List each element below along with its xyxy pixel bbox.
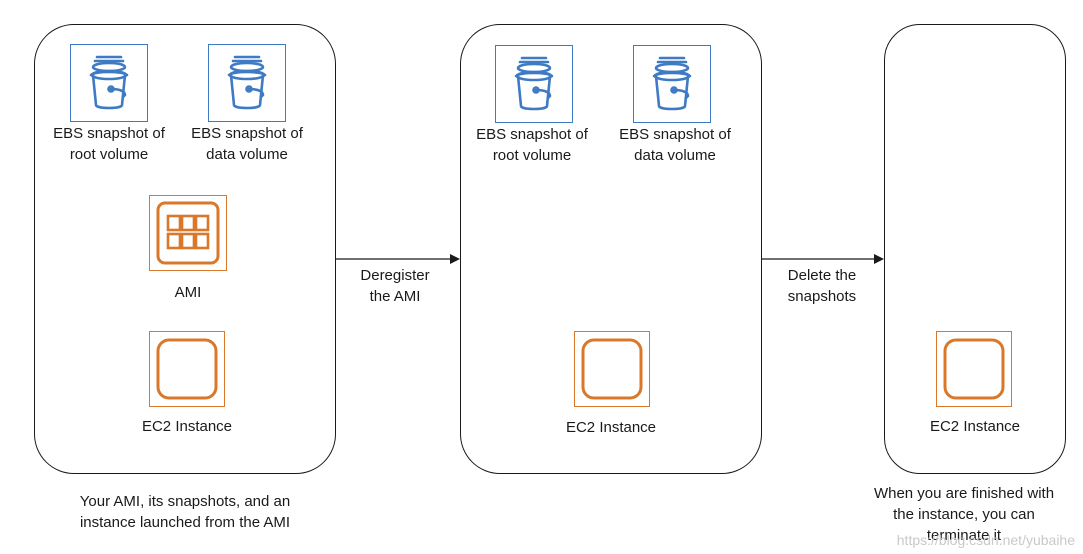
ebs-snapshot-root-icon	[495, 45, 573, 123]
bucket-icon	[227, 55, 267, 110]
snapshot-root-label: EBS snapshot of root volume	[50, 123, 168, 165]
instance-square-icon	[581, 338, 643, 400]
deregister-label: Deregister the AMI	[345, 265, 445, 307]
label-line: root volume	[492, 147, 572, 164]
snapshot-data-label: EBS snapshot of data volume	[616, 124, 734, 166]
panel3-caption: When you are finished with the instance,…	[864, 483, 1064, 546]
snapshot-data-label: EBS snapshot of data volume	[188, 123, 306, 165]
delete-snapshots-arrow	[762, 254, 884, 264]
ec2-instance-label: EC2 Instance	[141, 418, 233, 435]
instance-square-icon	[943, 338, 1005, 400]
watermark-text: https://blog.csdn.net/yubaihe	[896, 532, 1075, 548]
delete-snapshots-label: Delete the snapshots	[772, 265, 872, 307]
ec2-instance-label: EC2 Instance	[929, 418, 1021, 435]
label-line: data volume	[206, 146, 288, 163]
ebs-snapshot-data-icon	[208, 44, 286, 122]
ec2-instance-icon	[936, 331, 1012, 407]
deregister-arrow	[336, 254, 460, 264]
caption-line: the instance, you can	[893, 506, 1035, 523]
label-line: EBS snapshot of	[191, 125, 303, 142]
ebs-snapshot-data-icon	[633, 45, 711, 123]
snapshot-root-label: EBS snapshot of root volume	[473, 124, 591, 166]
ec2-instance-icon	[149, 331, 225, 407]
label-line: data volume	[634, 147, 716, 164]
caption-line: When you are finished with	[873, 485, 1055, 502]
panel1-caption: Your AMI, its snapshots, and an instance…	[54, 491, 316, 533]
bucket-icon	[89, 55, 129, 110]
instance-square-icon	[156, 338, 218, 400]
ec2-instance-icon	[574, 331, 650, 407]
label-line: Delete the	[787, 267, 857, 284]
caption-line: terminate it	[926, 527, 1002, 544]
label-line: Deregister	[360, 267, 430, 284]
ami-grid-icon	[156, 201, 220, 265]
label-line: EBS snapshot of	[476, 126, 588, 143]
label-line: the AMI	[369, 288, 421, 305]
label-line: snapshots	[787, 288, 857, 305]
ec2-instance-label: EC2 Instance	[565, 419, 657, 436]
label-line: EBS snapshot of	[53, 125, 165, 142]
ebs-snapshot-root-icon	[70, 44, 148, 122]
caption-line: Your AMI, its snapshots, and an	[79, 493, 291, 510]
caption-line: instance launched from the AMI	[79, 514, 291, 531]
label-line: root volume	[69, 146, 149, 163]
ami-icon	[149, 195, 227, 271]
ami-label: AMI	[174, 284, 202, 301]
label-line: EBS snapshot of	[619, 126, 731, 143]
bucket-icon	[652, 56, 692, 111]
bucket-icon	[514, 56, 554, 111]
